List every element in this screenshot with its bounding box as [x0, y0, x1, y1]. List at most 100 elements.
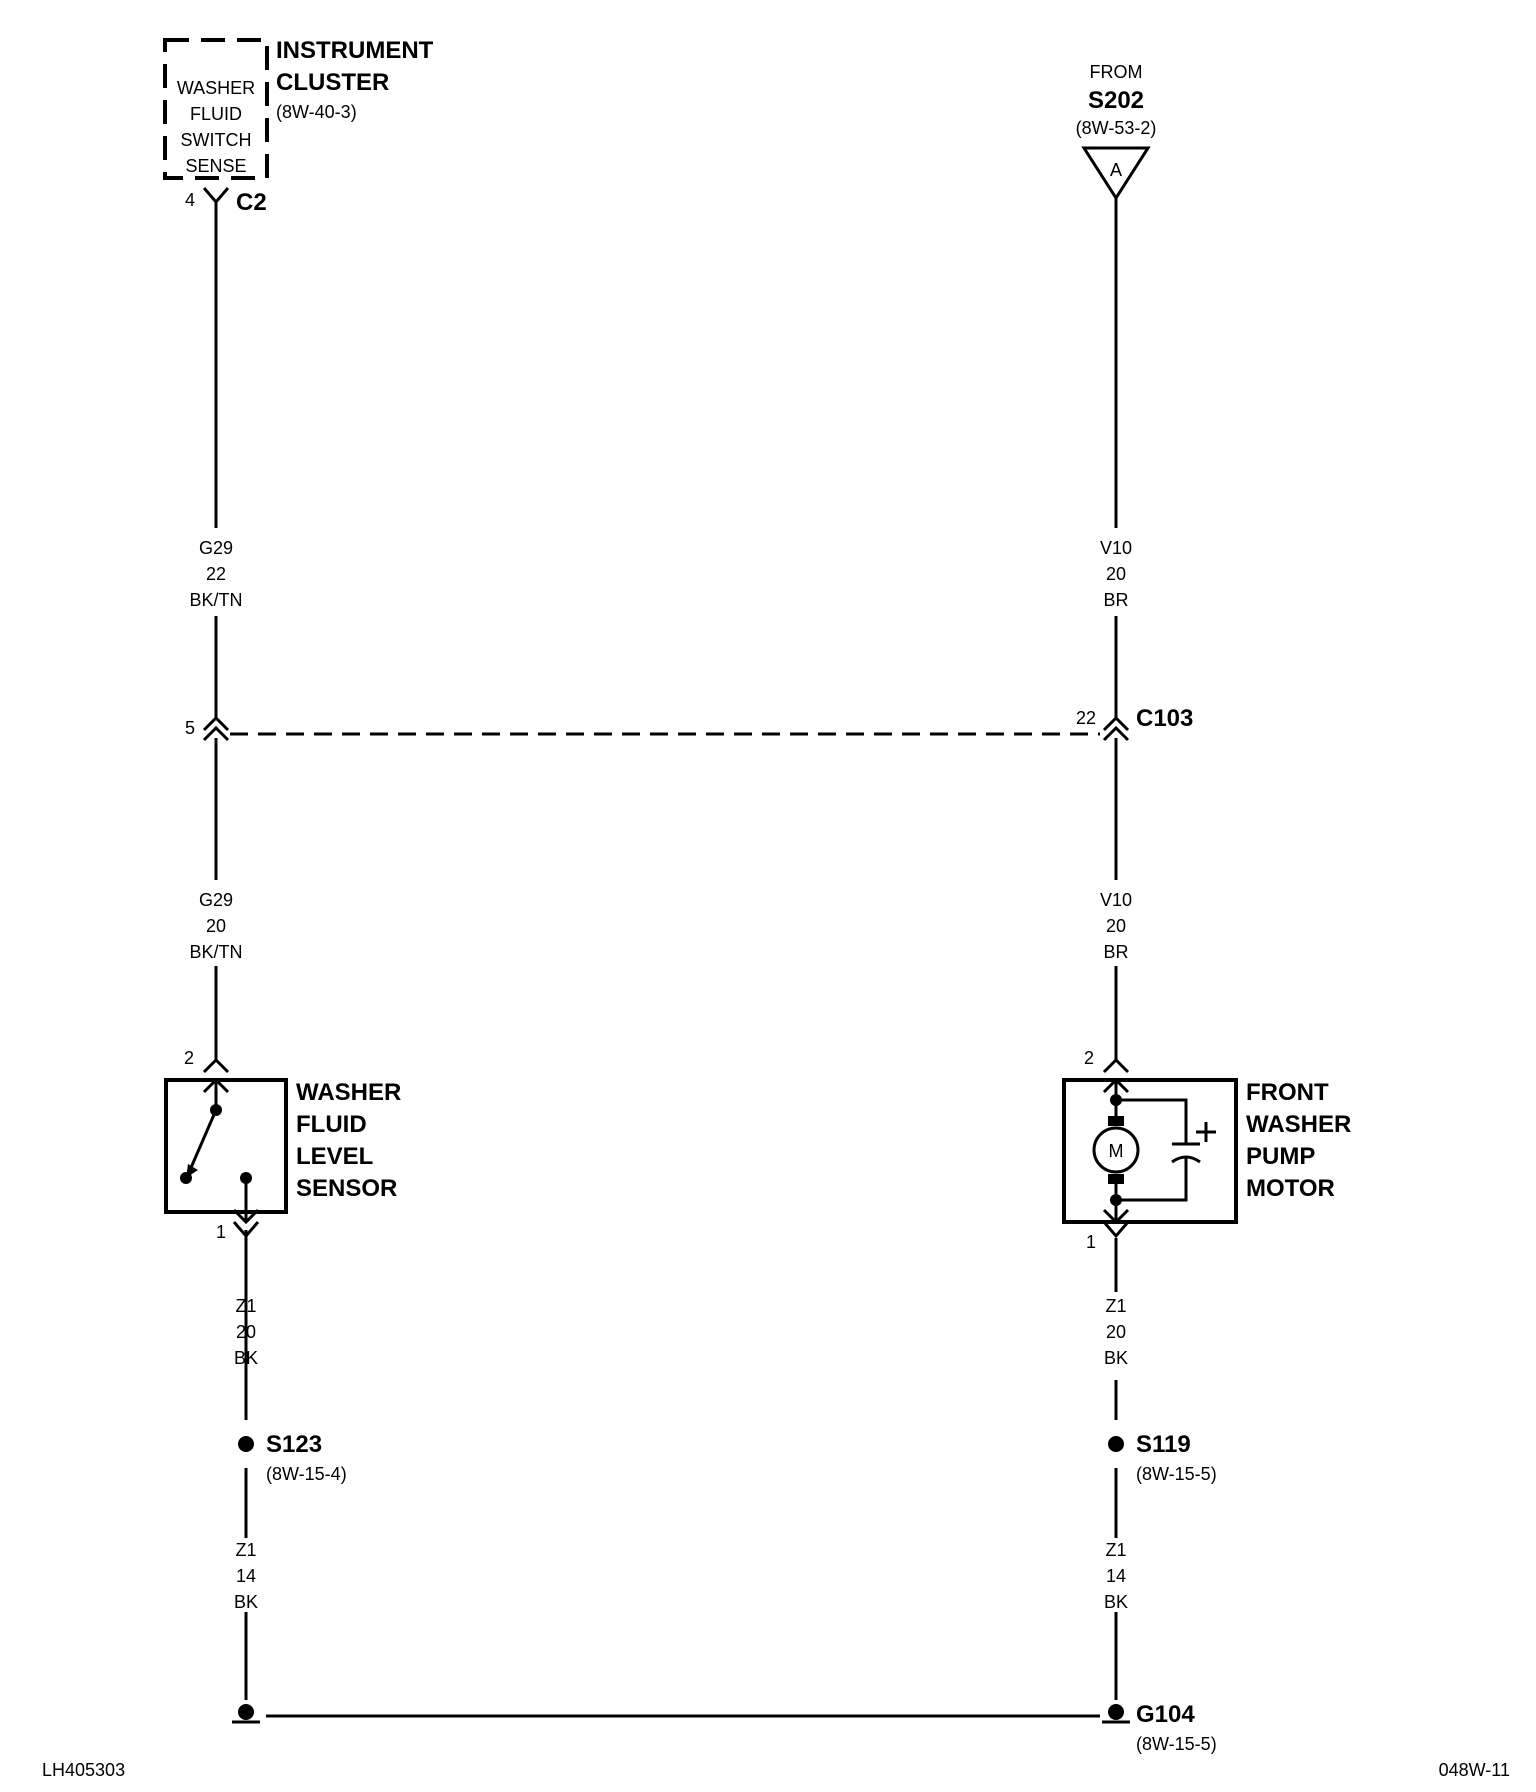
cluster-inner-line2: FLUID: [190, 104, 242, 124]
motor-box: [1062, 1078, 1238, 1224]
wire-circuit: Z1: [235, 1296, 256, 1316]
motor-icon: [1092, 1126, 1140, 1174]
wire-gauge: 14: [1106, 1566, 1126, 1586]
sensor-contact-dot-left: [180, 1172, 192, 1184]
c103-right-terminal-icon-2: [1102, 725, 1130, 742]
motor-pin-top: 2: [1084, 1048, 1094, 1068]
motor-exit-arrow-icon: [1102, 1208, 1130, 1225]
flag-triangle-icon: [1081, 146, 1151, 201]
sensor-pin-top: 2: [184, 1048, 194, 1068]
cluster-inner-line4: SENSE: [185, 156, 246, 176]
ground-dot-right-icon: [1108, 1704, 1124, 1720]
wire-label-right-lower1: Z1 20 BK: [1104, 1296, 1128, 1368]
motor-name-line2: WASHER: [1246, 1111, 1351, 1138]
wire-color: BK: [234, 1348, 258, 1368]
sensor-name-line1: WASHER: [296, 1079, 401, 1106]
wire-circuit: V10: [1100, 538, 1132, 558]
splice-name: S119: [1136, 1431, 1191, 1458]
c103-left-terminal-icon: [202, 715, 230, 732]
footer-right-code: 048W-11: [1439, 1760, 1510, 1780]
c103-name: C103: [1136, 705, 1193, 732]
front-washer-pump-motor: 2 M 1 FRONT WASHER PUMP MOTOR: [1062, 1048, 1351, 1252]
motor-bottom-terminal-icon: [1102, 1221, 1130, 1239]
wire-circuit: G29: [199, 538, 233, 558]
sensor-name-line2: FLUID: [296, 1111, 367, 1138]
sensor-name-line4: SENSOR: [296, 1175, 397, 1202]
splice-s119: S119 (8W-15-5): [1108, 1431, 1217, 1484]
sensor-bottom-terminal-icon: [232, 1221, 260, 1239]
wire-gauge: 20: [1106, 1322, 1126, 1342]
motor-pin-bottom: 1: [1086, 1232, 1096, 1252]
flag-letter: A: [1110, 160, 1122, 180]
c103-right-terminal-icon: [1102, 715, 1130, 732]
wire-color: BK/TN: [189, 942, 242, 962]
wire-color: BR: [1103, 942, 1128, 962]
sensor-exit-arrow-icon: [232, 1208, 260, 1225]
motor-name-line3: PUMP: [1246, 1143, 1315, 1170]
wire-gauge: 20: [1106, 564, 1126, 584]
splice-ref: (8W-15-5): [1136, 1464, 1217, 1484]
wire-circuit: Z1: [1105, 1540, 1126, 1560]
wire-gauge: 20: [236, 1322, 256, 1342]
c103-left-terminal-icon-2: [202, 725, 230, 742]
cluster-name-line2: CLUSTER: [276, 69, 389, 96]
motor-entry-arrow-icon: [1102, 1077, 1130, 1094]
cluster-inner-line1: WASHER: [177, 78, 255, 98]
capacitor-lead-top: [1116, 1098, 1188, 1144]
sensor-entry-arrow-icon: [202, 1077, 230, 1094]
from-splice-ref: (8W-53-2): [1076, 118, 1157, 138]
wire-circuit: Z1: [235, 1540, 256, 1560]
wire-gauge: 14: [236, 1566, 256, 1586]
wire-circuit: G29: [199, 890, 233, 910]
from-label: FROM: [1090, 62, 1143, 82]
motor-top-terminal-icon: [1102, 1057, 1130, 1074]
motor-brush-top: [1108, 1116, 1124, 1126]
from-splice-name: S202: [1088, 87, 1144, 114]
cluster-name-line1: INSTRUMENT: [276, 37, 434, 64]
c2-terminal-icon: [202, 187, 230, 205]
splice-dot-icon: [238, 1436, 254, 1452]
washer-fluid-level-sensor: 2 1 WASHER FLUID LEVEL SENSOR: [164, 1048, 401, 1242]
ground-ref: (8W-15-5): [1136, 1734, 1217, 1754]
wire-color: BR: [1103, 590, 1128, 610]
connector-c103: 5 22 C103: [185, 705, 1193, 742]
instrument-cluster-dashed-box: [163, 38, 269, 180]
cluster-connector: C2: [236, 189, 267, 216]
cluster-pin: 4: [185, 190, 195, 210]
ground-dot-left-icon: [238, 1704, 254, 1720]
wire-label-left-lower2: Z1 14 BK: [234, 1540, 258, 1612]
cluster-ref: (8W-40-3): [276, 102, 357, 122]
cluster-inner-line3: SWITCH: [181, 130, 252, 150]
motor-brush-bottom: [1108, 1174, 1124, 1184]
c103-left-pin: 5: [185, 718, 195, 738]
splice-dot-icon: [1108, 1436, 1124, 1452]
wire-color: BK: [1104, 1348, 1128, 1368]
sensor-box: [164, 1078, 288, 1214]
capacitor-plate-bottom: [1171, 1155, 1201, 1164]
sensor-top-terminal-icon: [202, 1057, 230, 1074]
wire-label-left-upper: G29 22 BK/TN: [189, 538, 242, 610]
wire-label-right-lower2: Z1 14 BK: [1104, 1540, 1128, 1612]
wire-label-left-lower1: Z1 20 BK: [234, 1296, 258, 1368]
wire-gauge: 22: [206, 564, 226, 584]
wire-label-right-middle: V10 20 BR: [1100, 890, 1132, 962]
wire-color: BK: [1104, 1592, 1128, 1612]
splice-s123: S123 (8W-15-4): [238, 1431, 347, 1484]
from-splice-s202: FROM S202 (8W-53-2) A: [1076, 62, 1157, 201]
instrument-cluster: WASHER FLUID SWITCH SENSE INSTRUMENT CLU…: [163, 37, 434, 216]
motor-symbol: M: [1109, 1141, 1124, 1161]
capacitor-lead-bottom: [1116, 1158, 1188, 1202]
sensor-pin-bottom: 1: [216, 1222, 226, 1242]
sensor-name-line3: LEVEL: [296, 1143, 373, 1170]
wire-color: BK/TN: [189, 590, 242, 610]
wire-circuit: Z1: [1105, 1296, 1126, 1316]
wire-color: BK: [234, 1592, 258, 1612]
ground-g104: G104 (8W-15-5): [232, 1701, 1217, 1754]
wire-label-right-upper: V10 20 BR: [1100, 538, 1132, 610]
c103-right-pin: 22: [1076, 708, 1096, 728]
footer-left-code: LH405303: [42, 1760, 125, 1780]
wire-circuit: V10: [1100, 890, 1132, 910]
ground-name: G104: [1136, 1701, 1195, 1728]
wire-label-left-middle: G29 20 BK/TN: [189, 890, 242, 962]
